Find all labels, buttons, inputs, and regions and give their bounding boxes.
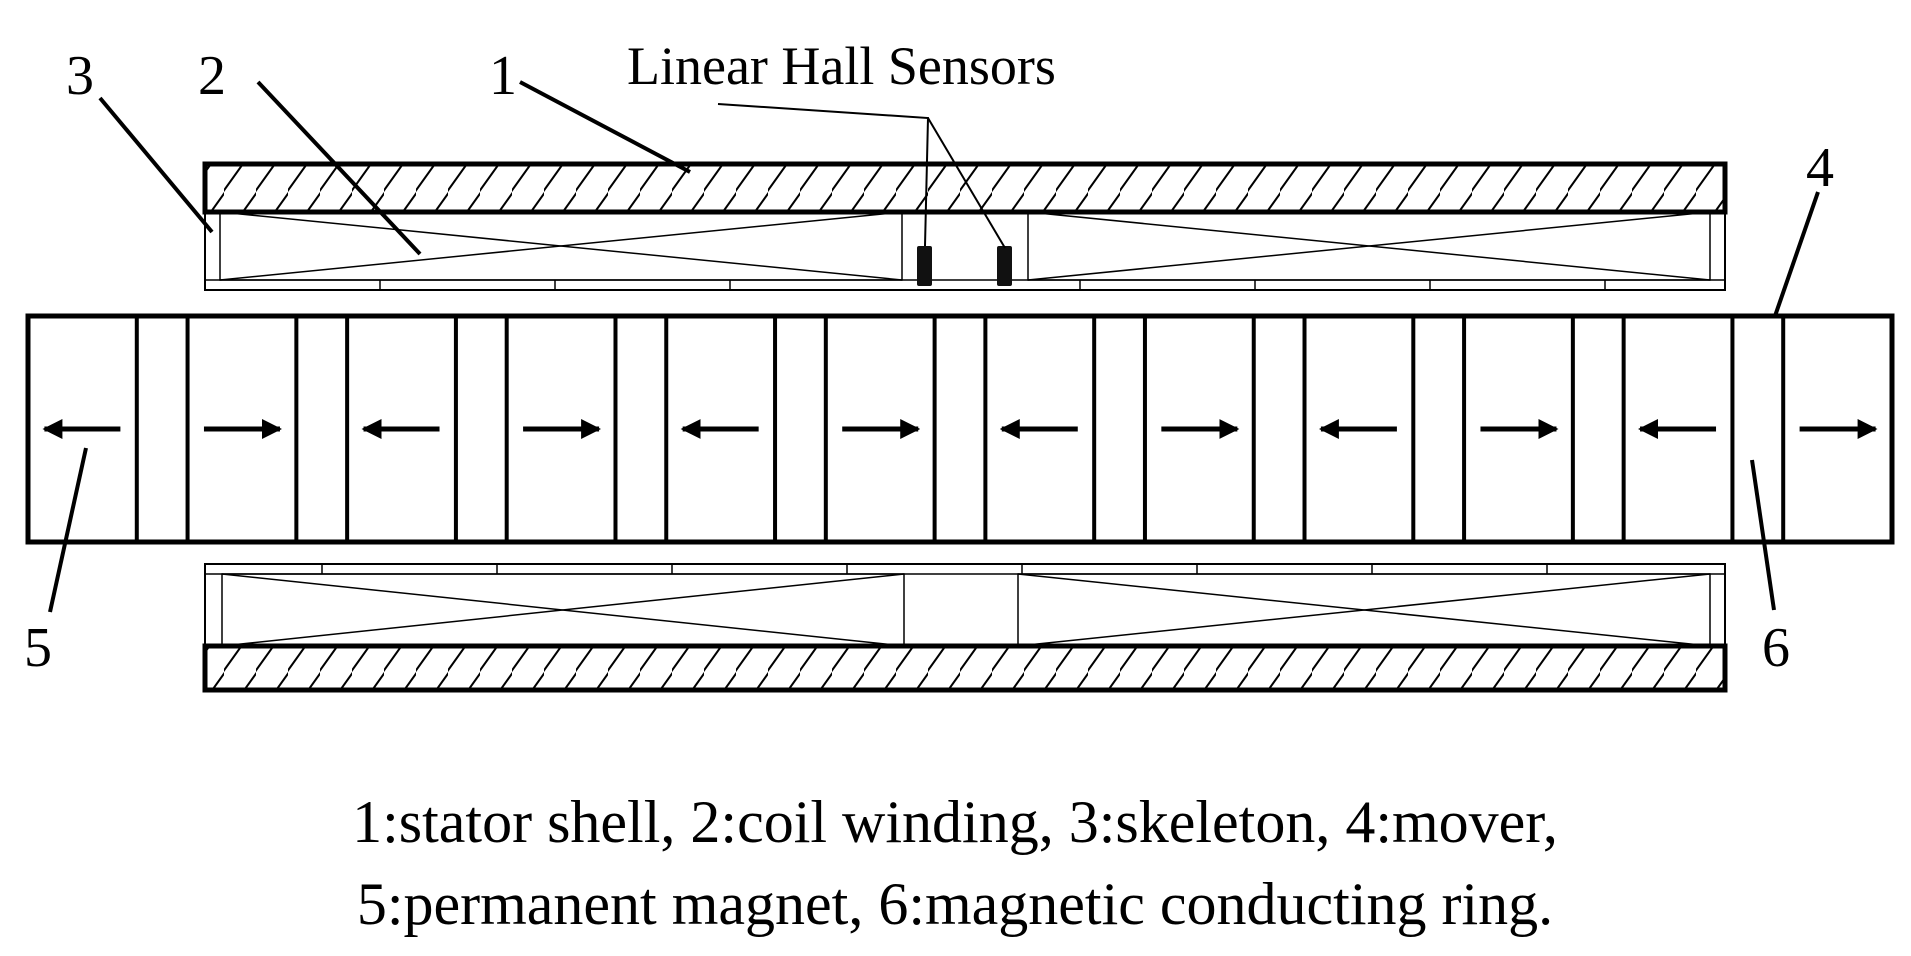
lower-skeleton-ticks — [321, 564, 1548, 574]
lower-stator-shell — [202, 643, 1728, 693]
mover — [25, 313, 1895, 545]
caption-line-1: 1:stator shell, 2:coil winding, 3:skelet… — [352, 789, 1558, 855]
mover-outline — [25, 313, 1895, 545]
upper-skeleton — [204, 211, 1726, 291]
upper-coil-right — [1027, 211, 1711, 281]
callout-6: 6 — [1762, 617, 1790, 679]
leader-2 — [256, 80, 422, 256]
leader-6 — [1750, 459, 1776, 611]
sensor-label: Linear Hall Sensors — [627, 36, 1056, 96]
upper-skeleton-ticks — [379, 280, 1606, 290]
leader-1 — [519, 80, 691, 174]
callout-4: 4 — [1806, 137, 1834, 199]
callout-2: 2 — [198, 45, 226, 107]
sensor-leaders — [717, 103, 1006, 249]
lower-coil-right — [1017, 573, 1711, 647]
lower-coil-left — [221, 573, 905, 647]
hall-sensor-right — [997, 246, 1012, 286]
upper-coil-left — [219, 211, 903, 281]
callout-1: 1 — [489, 45, 517, 107]
upper-stator-shell — [202, 161, 1728, 215]
hall-sensor-left — [917, 246, 932, 286]
caption-line-2: 5:permanent magnet, 6:magnetic conductin… — [357, 871, 1553, 937]
callout-3: 3 — [66, 45, 94, 107]
callout-5: 5 — [24, 617, 52, 679]
leader-3 — [98, 96, 214, 234]
leader-5 — [48, 447, 88, 613]
leader-lines — [48, 80, 1820, 613]
lower-skeleton — [204, 563, 1726, 647]
leader-4 — [1773, 191, 1820, 317]
